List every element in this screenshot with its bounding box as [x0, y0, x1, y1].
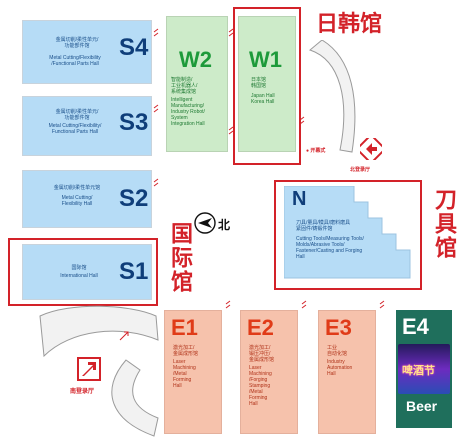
tools-region-box — [274, 180, 422, 290]
hall-e3-en: Industry Automation Hall — [327, 359, 353, 377]
hall-n-code: N — [292, 188, 307, 210]
hall-n-shape[interactable] — [284, 186, 414, 282]
hall-s1-en: International Hall — [60, 273, 98, 279]
hall-s4-code: S4 — [119, 34, 149, 61]
hall-s2-code: S2 — [119, 185, 149, 212]
hall-w2-en: Intelligent Manufacturing/ Industry Robo… — [171, 97, 205, 127]
north-lobby-entrance[interactable]: 北登录厅 — [350, 138, 394, 178]
hall-e3-code: E3 — [325, 315, 352, 340]
hall-n-en: Cutting Tools/Measuring Tools/ Molds/Abr… — [296, 236, 364, 260]
south-lobby-label: 南登录厅 — [70, 389, 95, 395]
hall-s1-cn: 国际馆 — [71, 265, 87, 271]
hall-e1-cn: 激光加工/ 金属成形馆 — [173, 345, 199, 357]
japan-korea-region-label: 日韩馆 — [316, 11, 383, 36]
hall-e4-beer-label: Beer — [406, 398, 438, 414]
opening-ceremony-marker: ● 开幕式 — [306, 148, 326, 154]
hall-s2[interactable]: 金属切削/柔性单元馆 Metal Cutting/ Flexibility Ha… — [22, 170, 152, 228]
compass: 北 — [194, 212, 234, 236]
hall-s3-cn: 金属切削/柔性单元/ 功能部件馆 — [55, 109, 99, 121]
hall-s2-en: Metal Cutting/ Flexibility Hall — [61, 195, 93, 207]
north-entrance-arrow-icon — [360, 138, 382, 160]
hall-w2-cn: 智能制造/ 工业机器人/ 系统集成馆 — [171, 77, 198, 95]
hall-s3-code: S3 — [119, 109, 149, 136]
hall-s1[interactable]: 国际馆 International Hall S1 — [22, 244, 152, 300]
international-region-label: 国际馆 — [168, 222, 193, 294]
hall-e3[interactable]: E3 工业 自动化馆 Industry Automation Hall — [318, 310, 376, 434]
hall-w1[interactable]: W1 日本馆 韩国馆 Japan Hall Korea Hall — [238, 16, 296, 152]
hall-e1-en: Laser Machining /Metal Forming Hall — [173, 359, 196, 389]
hall-w2[interactable]: W2 智能制造/ 工业机器人/ 系统集成馆 Intelligent Manufa… — [166, 16, 228, 152]
hall-e4-code: E4 — [402, 314, 429, 339]
hall-s3[interactable]: 金属切削/柔性单元/ 功能部件馆 Metal Cutting/Flexibili… — [22, 96, 152, 156]
hall-w2-code: W2 — [179, 47, 212, 72]
hall-e1[interactable]: E1 激光加工/ 金属成形馆 Laser Machining /Metal Fo… — [164, 310, 222, 434]
hall-s4-cn: 金属切削/柔性单元/ 功能部件馆 — [55, 37, 99, 49]
compass-north-label: 北 — [218, 218, 231, 232]
beer-festival-promo: 啤酒节 — [402, 365, 435, 377]
hall-e2-en: Laser Machining /Forging Stamping /Metal… — [249, 365, 272, 407]
hall-e4[interactable]: E4 啤酒节 Beer — [396, 310, 452, 428]
hall-n-cn: 刀具/量具/模具/磨料磨具 紧固件/铸锻件馆 — [296, 220, 351, 232]
hall-w1-en: Japan Hall Korea Hall — [251, 93, 275, 105]
hall-s1-code: S1 — [119, 258, 149, 285]
hall-w1-code: W1 — [249, 47, 282, 72]
south-lobby-entrance[interactable]: 南登录厅 — [66, 356, 116, 406]
hall-s4[interactable]: 金属切削/柔性单元/ 功能部件馆 Metal Cutting/Flexibili… — [22, 20, 152, 84]
compass-icon — [194, 212, 216, 234]
beer-festival-banner: 啤酒节 — [398, 344, 450, 394]
south-lobby-building — [39, 305, 159, 437]
hall-e2-cn: 激光加工/ 锻压冲压/ 金属成形馆 — [249, 345, 275, 363]
hall-s4-en: Metal Cutting/Flexibility /Functional Pa… — [49, 55, 101, 67]
hall-e3-cn: 工业 自动化馆 — [327, 345, 348, 357]
japan-korea-region-box — [233, 7, 301, 165]
hall-e2[interactable]: E2 激光加工/ 锻压冲压/ 金属成形馆 Laser Machining /Fo… — [240, 310, 298, 434]
north-lobby-label: 北登录厅 — [350, 167, 371, 173]
hall-e2-code: E2 — [247, 315, 274, 340]
international-region-box — [8, 238, 158, 306]
south-entrance-arrow-icon — [77, 357, 101, 381]
hall-w1-cn: 日本馆 韩国馆 — [251, 77, 267, 89]
hall-s3-en: Metal Cutting/Flexibility/ Functional Pa… — [48, 123, 102, 135]
hall-e1-code: E1 — [171, 315, 198, 340]
north-lobby-building — [308, 40, 356, 153]
hall-s2-cn: 金属切削/柔性单元馆 — [53, 185, 101, 191]
tools-region-label: 刀具馆 — [432, 188, 457, 260]
